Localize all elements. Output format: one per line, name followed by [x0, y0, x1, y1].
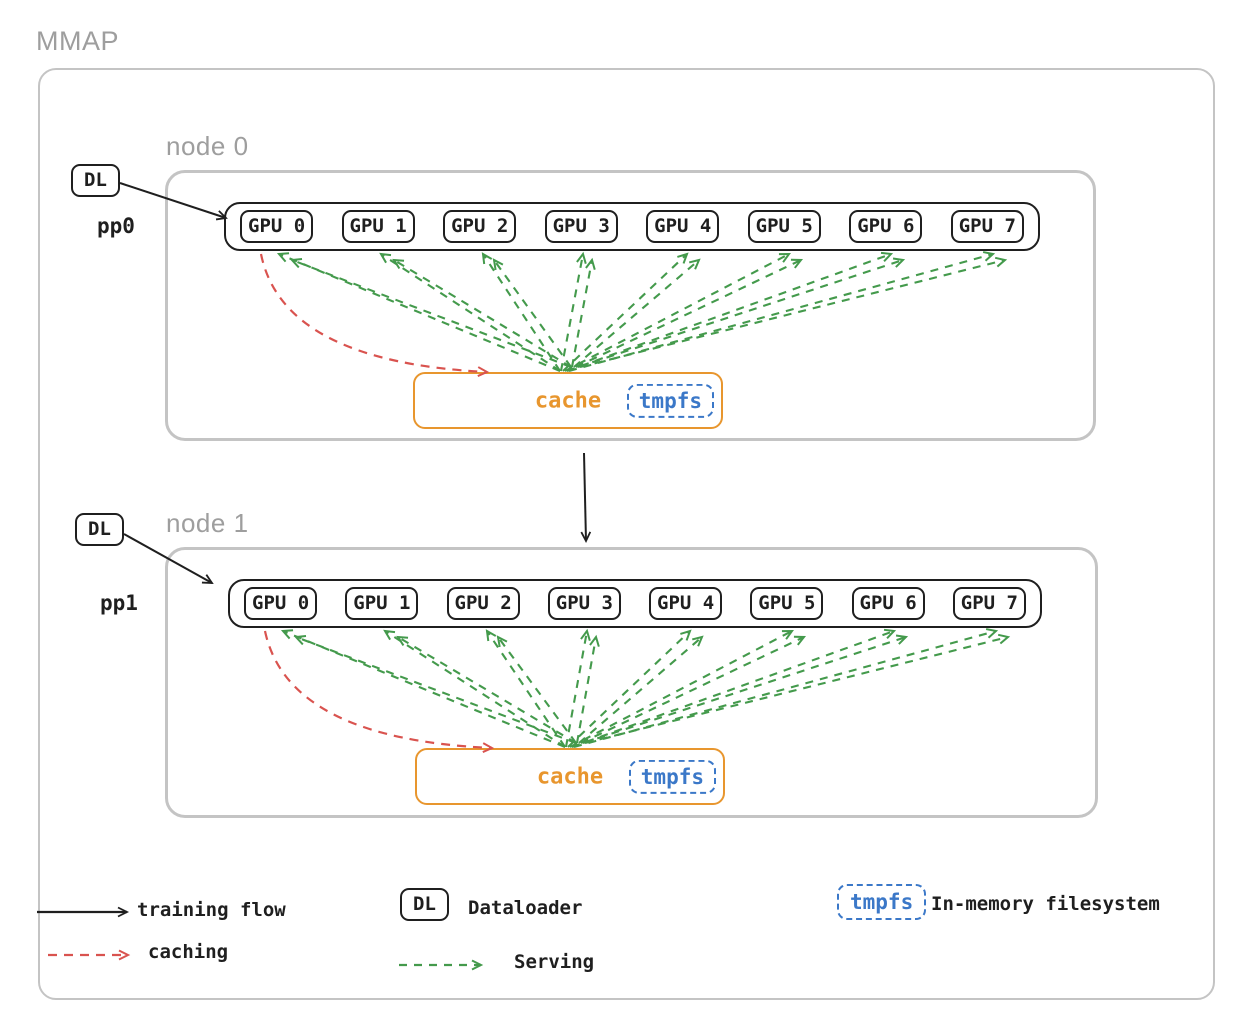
node1-gpu-2: GPU 2 [446, 586, 520, 621]
node0-gpu-2: GPU 2 [443, 209, 517, 244]
legend-training-flow-label: training flow [137, 899, 286, 921]
node0-gpu-4: GPU 4 [646, 209, 720, 244]
node0-cache-box: cache tmpfs [413, 372, 723, 429]
node1-gpu-row: GPU 0 GPU 1 GPU 2 GPU 3 GPU 4 GPU 5 GPU … [228, 579, 1042, 628]
node1-gpu-1: GPU 1 [345, 586, 419, 621]
node0-gpu-5: GPU 5 [747, 209, 821, 244]
legend-tmpfs-chip: tmpfs [837, 884, 927, 921]
diagram-title: MMAP [36, 26, 119, 56]
mmap-boundary-box [38, 68, 1215, 1000]
node1-gpu-4: GPU 4 [649, 586, 723, 621]
legend-caching-label: caching [148, 941, 229, 963]
node1-gpu-5: GPU 5 [750, 586, 824, 621]
node0-dataloader-chip: DL [71, 164, 120, 197]
node0-gpu-row: GPU 0 GPU 1 GPU 2 GPU 3 GPU 4 GPU 5 GPU … [224, 202, 1040, 251]
node0-cache-label: cache [534, 388, 602, 413]
node0-tmpfs-chip: tmpfs [626, 383, 714, 418]
node1-gpu-3: GPU 3 [547, 586, 621, 621]
node1-tmpfs-chip: tmpfs [628, 759, 716, 794]
node1-pp-label: pp1 [100, 591, 138, 615]
node1-gpu-0: GPU 0 [244, 586, 318, 621]
node0-gpu-1: GPU 1 [341, 209, 415, 244]
node0-gpu-3: GPU 3 [544, 209, 618, 244]
node0-title: node 0 [166, 131, 249, 161]
node0-gpu-0: GPU 0 [240, 209, 314, 244]
legend-in-memory-filesystem-label: In-memory filesystem [931, 893, 1160, 915]
node1-cache-box: cache tmpfs [415, 748, 725, 805]
legend-dataloader-label: Dataloader [468, 897, 583, 919]
node0-pp-label: pp0 [97, 214, 135, 238]
node1-gpu-6: GPU 6 [851, 586, 925, 621]
node0-gpu-6: GPU 6 [849, 209, 923, 244]
legend-serving-label: Serving [514, 951, 595, 973]
legend-dataloader-chip: DL [400, 888, 449, 921]
node0-gpu-7: GPU 7 [950, 209, 1024, 244]
node1-title: node 1 [166, 508, 249, 538]
node1-dataloader-chip: DL [75, 513, 124, 546]
node1-cache-label: cache [536, 764, 604, 789]
node1-gpu-7: GPU 7 [952, 586, 1026, 621]
